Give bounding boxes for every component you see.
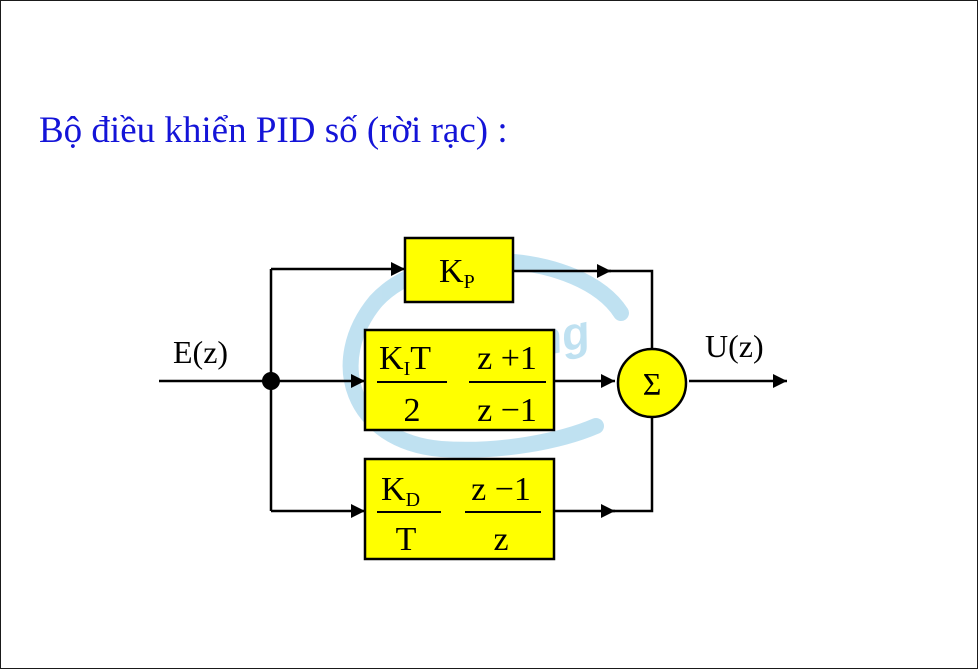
ki-gain-sub: I	[404, 358, 411, 380]
kp-gain: K	[439, 253, 464, 290]
kd-block: KD T z −1 z	[363, 457, 556, 561]
output-label: U(z)	[705, 328, 764, 364]
ki-gain-denominator: 2	[404, 392, 421, 429]
ki-gain: K	[379, 340, 404, 377]
kd-tf-denominator: z	[493, 521, 508, 558]
kp-to-sum-line	[601, 269, 654, 350]
junction-dot	[262, 372, 280, 390]
ki-gain-suffix: T	[410, 340, 431, 377]
ki-tf-denominator: z −1	[477, 392, 537, 429]
sum-symbol: Σ	[643, 366, 662, 402]
kp-block: KP	[403, 236, 515, 304]
kd-gain-denominator: T	[396, 521, 417, 558]
input-label: E(z)	[173, 334, 228, 370]
ki-tf-numerator: z +1	[477, 340, 537, 377]
svg-text:KD: KD	[381, 471, 420, 511]
kd-gain-sub: D	[406, 489, 420, 511]
svg-text:KP: KP	[439, 253, 475, 293]
kp-gain-sub: P	[464, 271, 475, 293]
ki-block: KIT 2 z +1 z −1	[363, 328, 556, 432]
svg-text:KIT: KIT	[379, 340, 431, 380]
kd-to-sum-line	[605, 415, 654, 513]
summation-node: Σ	[616, 347, 688, 419]
kd-gain: K	[381, 471, 406, 508]
kd-tf-numerator: z −1	[471, 471, 531, 508]
slide-title: Bộ điều khiển PID số (rời rạc) :	[39, 110, 508, 151]
